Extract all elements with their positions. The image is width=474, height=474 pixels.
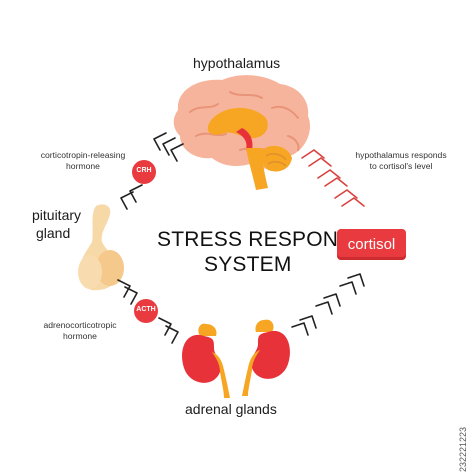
left-kidney-icon: [182, 323, 230, 398]
cortisol-badge: cortisol: [337, 229, 406, 260]
crh-badge-label: CRH: [136, 167, 152, 174]
feedback-description-line2: to cortisol's level: [369, 161, 433, 171]
adrenal-glands-label: adrenal glands: [185, 401, 277, 417]
chevrons-adrenal-to-cortisol: [291, 273, 365, 336]
chevrons-pituitary-to-adrenal: [117, 279, 179, 344]
image-id-watermark: 232221223: [458, 426, 468, 472]
acth-description-line2: hormone: [63, 331, 97, 341]
hypothalamus-label: hypothalamus: [193, 55, 281, 71]
brain-icon: [173, 75, 310, 190]
feedback-description-line1: hypothalamus responds: [355, 150, 447, 160]
chevrons-hypothalamus-to-pituitary: [120, 132, 184, 210]
feedback-description: hypothalamus responds to cortisol's leve…: [338, 150, 464, 172]
acth-badge: [134, 299, 158, 323]
diagram-title-line2: SYSTEM: [204, 253, 292, 276]
crh-badge: [132, 160, 156, 184]
pituitary-label-line2: gland: [36, 225, 71, 241]
pituitary-gland-icon: [78, 204, 124, 291]
crh-description: corticotropin-releasing hormone: [18, 150, 148, 172]
acth-badge-label: ACTH: [136, 306, 156, 313]
right-kidney-icon: [242, 319, 290, 396]
pituitary-label-line1: pituitary: [32, 207, 82, 223]
acth-description-line1: adrenocorticotropic: [43, 320, 117, 330]
diagram-title-line1: STRESS RESPONSE: [157, 228, 367, 251]
chevrons-cortisol-feedback: [301, 149, 365, 207]
crh-description-line1: corticotropin-releasing: [40, 150, 126, 160]
crh-description-line2: hormone: [66, 161, 100, 171]
acth-description: adrenocorticotropic hormone: [22, 320, 138, 342]
